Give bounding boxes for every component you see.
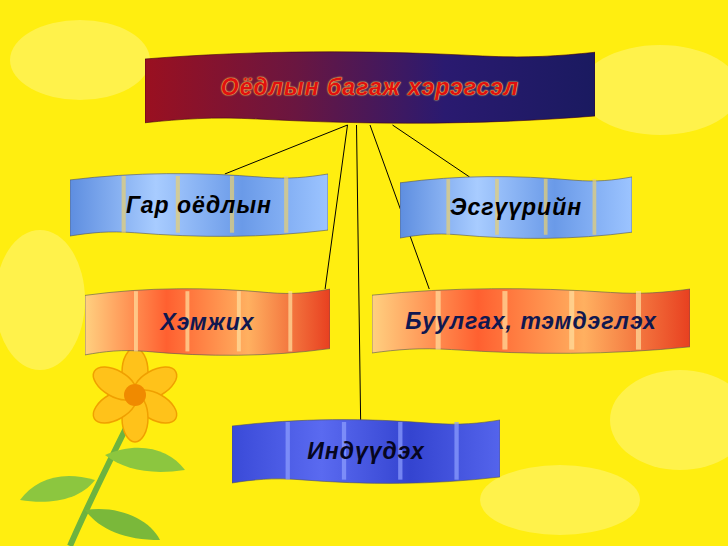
connector-line — [393, 125, 470, 177]
connector-line — [357, 125, 361, 420]
category-band: Гар оёдлын — [70, 172, 328, 238]
title-banner: Оёдлын багаж хэрэгсэл — [145, 50, 595, 125]
flower-illustration — [20, 348, 185, 546]
band-label: Эсгүүрийн — [436, 194, 596, 221]
band-label: Индүүдэх — [293, 438, 438, 465]
band-label: Буулгах, тэмдэглэх — [391, 308, 671, 335]
category-band: Буулгах, тэмдэглэх — [372, 287, 690, 355]
category-band: Эсгүүрийн — [400, 175, 632, 240]
band-label: Хэмжих — [146, 309, 268, 336]
band-label: Оёдлын багаж хэрэгсэл — [207, 74, 533, 101]
connector-line — [225, 125, 348, 174]
category-band: Хэмжих — [85, 287, 330, 357]
connector-line — [325, 125, 347, 289]
category-band: Индүүдэх — [232, 418, 500, 485]
band-label: Гар оёдлын — [112, 192, 286, 219]
